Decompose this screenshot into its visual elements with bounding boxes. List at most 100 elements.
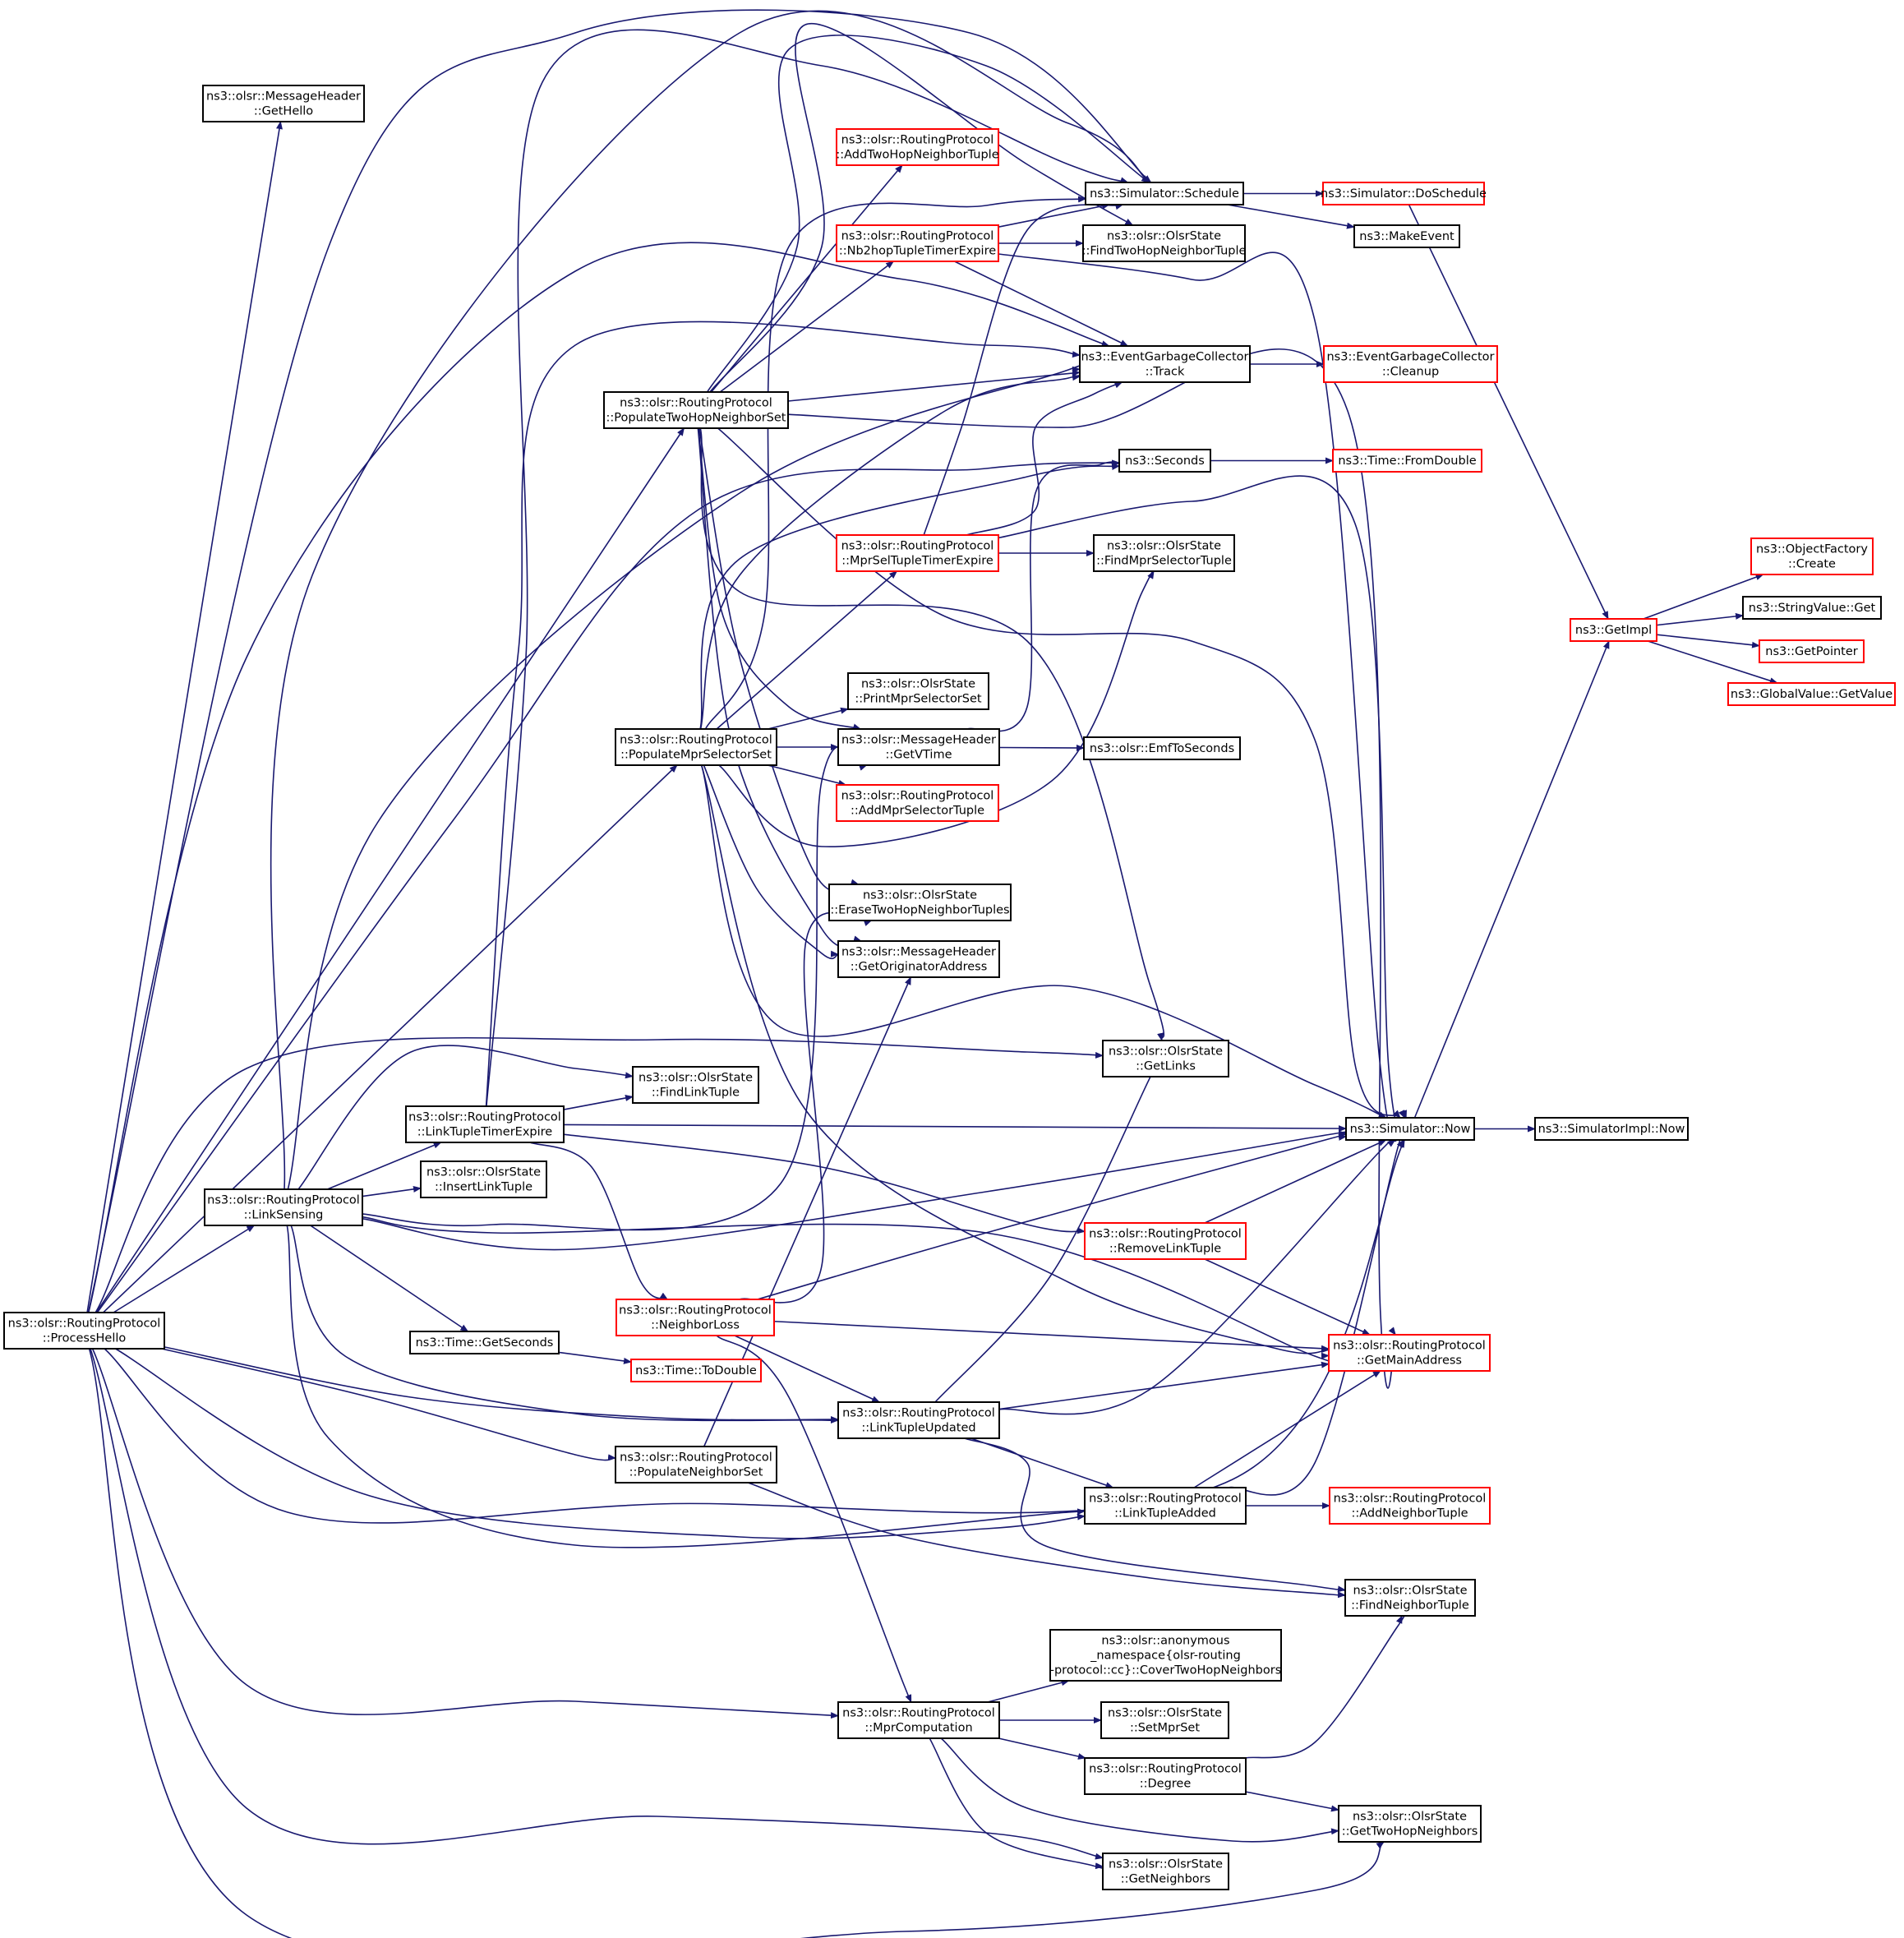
node-seconds[interactable]: ns3::Seconds [1118,449,1211,473]
node-findTwoHop[interactable]: ns3::olsr::OlsrState::FindTwoHopNeighbor… [1082,224,1247,262]
node-populateMprSel[interactable]: ns3::olsr::RoutingProtocol::PopulateMprS… [615,728,777,766]
node-label: ns3::olsr::RoutingProtocol [841,540,994,553]
edge-processHello-to-simNow [104,1139,1405,1524]
node-label: ::FindMprSelectorTuple [1096,555,1232,568]
node-doSchedule[interactable]: ns3::Simulator::DoSchedule [1321,182,1487,205]
edge-populateTwoHop-to-getOrig [697,427,862,948]
node-objCreate[interactable]: ns3::ObjectFactory::Create [1750,538,1874,575]
node-toDouble[interactable]: ns3::Time::ToDouble [630,1359,762,1382]
node-addMprSel[interactable]: ns3::olsr::RoutingProtocol::AddMprSelect… [836,784,999,822]
node-label: ns3::olsr::RoutingProtocol [841,790,994,803]
node-fromDouble[interactable]: ns3::Time::FromDouble [1332,449,1482,473]
node-insertLink[interactable]: ns3::olsr::OlsrState::InsertLinkTuple [420,1160,547,1198]
node-populateNeighbor[interactable]: ns3::olsr::RoutingProtocol::PopulateNeig… [615,1446,777,1483]
node-label: ns3::Simulator::DoSchedule [1321,187,1487,201]
node-removeLink[interactable]: ns3::olsr::RoutingProtocol::RemoveLinkTu… [1084,1222,1247,1260]
node-mprComp[interactable]: ns3::olsr::RoutingProtocol::MprComputati… [837,1701,1000,1739]
node-label: ns3::olsr::RoutingProtocol [620,734,772,747]
edge-populateMprSel-to-mprSelExpire [716,570,898,730]
node-box [1102,1853,1229,1890]
node-cleanup[interactable]: ns3::EventGarbageCollector::Cleanup [1323,345,1498,383]
node-getLinks[interactable]: ns3::olsr::OlsrState::GetLinks [1102,1040,1229,1077]
node-label: ns3::ObjectFactory [1756,543,1868,556]
node-linkAdded[interactable]: ns3::olsr::RoutingProtocol::LinkTupleAdd… [1084,1487,1247,1525]
node-implNow[interactable]: ns3::SimulatorImpl::Now [1534,1117,1689,1141]
node-box [1750,538,1874,575]
edge-populateTwoHop-to-addTwoHop [710,164,903,393]
node-box [828,884,1012,921]
edge-mprSelExpire-to-schedule [923,203,1124,536]
node-simNow[interactable]: ns3::Simulator::Now [1345,1117,1475,1141]
edge-simNow-to-getImpl [1413,640,1610,1119]
edge-removeLink-to-getMain [1204,1258,1371,1336]
node-getMain[interactable]: ns3::olsr::RoutingProtocol::GetMainAddre… [1328,1334,1491,1372]
node-mprSelExpire[interactable]: ns3::olsr::RoutingProtocol::MprSelTupleT… [836,534,999,572]
nodes-layer: ns3::olsr::RoutingProtocol::ProcessHello… [3,85,1896,1890]
node-label: -protocol::cc}::CoverTwoHopNeighbors [1050,1664,1282,1677]
node-getPointer[interactable]: ns3::GetPointer [1759,639,1865,663]
node-getImpl[interactable]: ns3::GetImpl [1570,618,1657,642]
node-label: _namespace{olsr-routing [1090,1650,1241,1663]
node-label: ns3::olsr::RoutingProtocol [1089,1228,1242,1241]
node-box [1742,596,1882,620]
node-box [1084,1222,1247,1260]
edge-getImpl-to-strGet [1656,612,1744,626]
node-getOrig[interactable]: ns3::olsr::MessageHeader::GetOriginatorA… [837,940,1000,978]
node-box [837,1701,1000,1739]
node-neighborLoss[interactable]: ns3::olsr::RoutingProtocol::NeighborLoss [615,1299,775,1336]
node-getNeighbors[interactable]: ns3::olsr::OlsrState::GetNeighbors [1102,1853,1229,1890]
node-label: ns3::EventGarbageCollector [1326,351,1494,364]
node-addNeighbor[interactable]: ns3::olsr::RoutingProtocol::AddNeighborT… [1329,1487,1491,1525]
node-box [1353,224,1460,248]
node-findNeighbor[interactable]: ns3::olsr::OlsrState::FindNeighborTuple [1344,1579,1476,1617]
node-linkSensing[interactable]: ns3::olsr::RoutingProtocol::LinkSensing [204,1188,363,1226]
node-getVTime[interactable]: ns3::olsr::MessageHeader::GetVTime [837,728,1000,766]
node-linkUpdated[interactable]: ns3::olsr::RoutingProtocol::LinkTupleUpd… [837,1401,1000,1439]
node-label: ns3::MakeEvent [1359,230,1455,243]
node-label: ::AddNeighborTuple [1351,1507,1468,1520]
node-strGet[interactable]: ns3::StringValue::Get [1742,596,1882,620]
node-box [1093,534,1235,572]
node-coverTwoHop[interactable]: ns3::olsr::anonymous_namespace{olsr-rout… [1049,1629,1282,1682]
node-label: ns3::olsr::RoutingProtocol [8,1317,161,1331]
node-getHello[interactable]: ns3::olsr::MessageHeader::GetHello [202,85,365,122]
edge-getSeconds-to-toDouble [558,1351,632,1364]
edge-getImpl-to-objCreate [1643,574,1764,620]
node-degree[interactable]: ns3::olsr::RoutingProtocol::Degree [1084,1757,1247,1795]
node-track[interactable]: ns3::EventGarbageCollector::Track [1079,345,1251,383]
node-label: ::LinkTupleUpdated [861,1422,975,1435]
node-box [1118,449,1211,473]
edge-processHello-to-schedule [87,9,1152,1313]
edge-getVTime-to-emfToSec [998,744,1085,751]
node-box [1328,1334,1491,1372]
node-label: ::Create [1788,558,1836,571]
node-setMpr[interactable]: ns3::olsr::OlsrState::SetMprSet [1100,1701,1229,1739]
node-eraseTwoHop[interactable]: ns3::olsr::OlsrState::EraseTwoHopNeighbo… [828,884,1012,921]
node-findMprSel[interactable]: ns3::olsr::OlsrState::FindMprSelectorTup… [1093,534,1235,572]
node-linkExpire[interactable]: ns3::olsr::RoutingProtocol::LinkTupleTim… [405,1105,565,1143]
node-getTwoHop[interactable]: ns3::olsr::OlsrState::GetTwoHopNeighbors [1338,1805,1482,1843]
node-label: ns3::olsr::RoutingProtocol [1089,1493,1242,1506]
node-getSeconds[interactable]: ns3::Time::GetSeconds [409,1331,560,1354]
node-globalGet[interactable]: ns3::GlobalValue::GetValue [1727,682,1896,706]
node-box [1322,182,1485,205]
node-populateTwoHop[interactable]: ns3::olsr::RoutingProtocol::PopulateTwoH… [603,391,789,429]
node-printMprSel[interactable]: ns3::olsr::OlsrState::PrintMprSelectorSe… [847,672,989,710]
edge-linkSensing-to-getMain [362,1216,1344,1366]
node-label: ::Cleanup [1382,366,1439,379]
edge-processHello-to-track [88,242,1110,1313]
node-label: ::Degree [1140,1778,1192,1791]
node-label: ::Nb2hopTupleTimerExpire [839,245,996,258]
node-makeEvent[interactable]: ns3::MakeEvent [1353,224,1460,248]
node-schedule[interactable]: ns3::Simulator::Schedule [1085,182,1244,205]
node-label: ::GetMainAddress [1357,1354,1462,1368]
node-emfToSec[interactable]: ns3::olsr::EmfToSeconds [1083,736,1241,760]
node-label: ns3::Seconds [1125,455,1205,468]
edge-doSchedule-to-getImpl [1408,204,1609,620]
node-nb2hop[interactable]: ns3::olsr::RoutingProtocol::Nb2hopTupleT… [836,224,999,262]
node-label: ns3::olsr::RoutingProtocol [842,1707,995,1720]
node-addTwoHop[interactable]: ns3::olsr::RoutingProtocol::AddTwoHopNei… [836,128,999,166]
node-label: ::MprComputation [864,1722,972,1735]
edge-linkSensing-to-getVTime [362,745,868,1231]
node-findLink[interactable]: ns3::olsr::OlsrState::FindLinkTuple [632,1066,759,1104]
